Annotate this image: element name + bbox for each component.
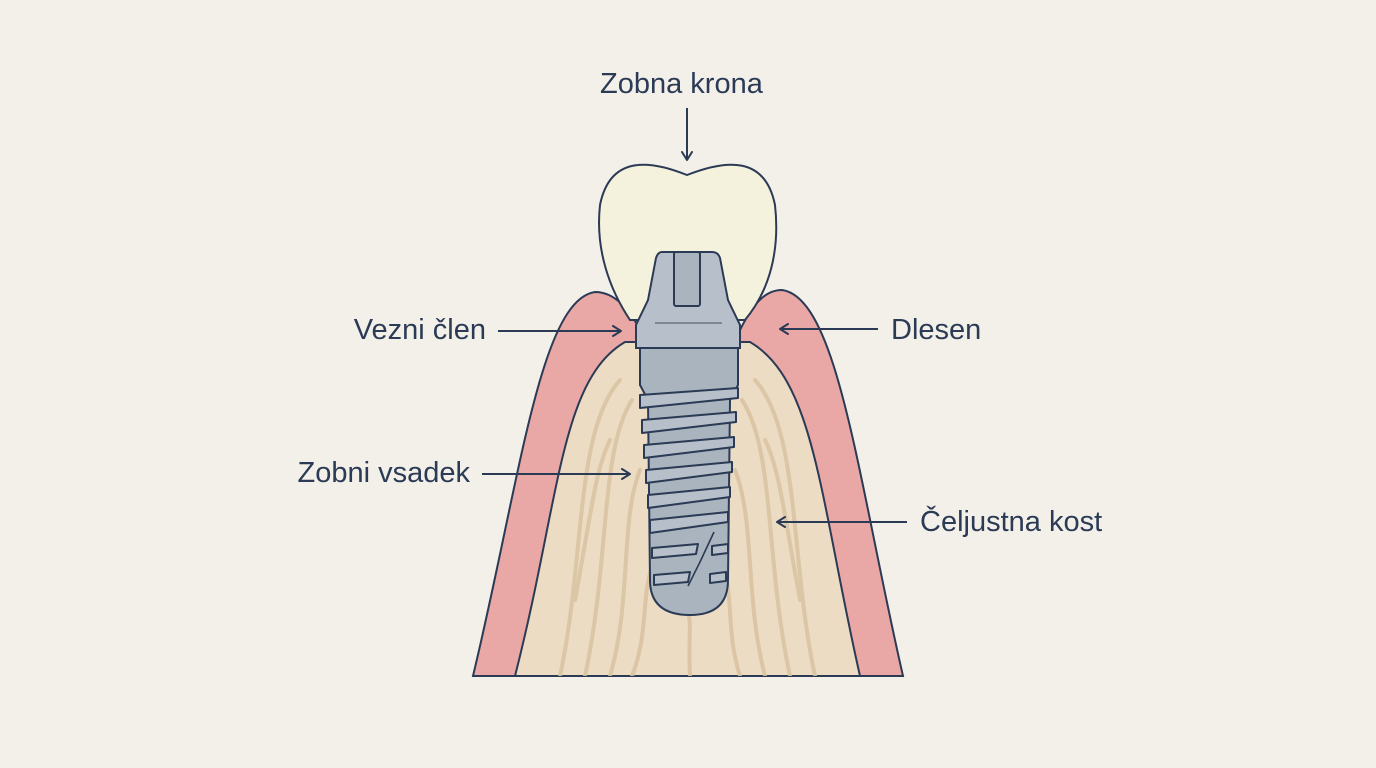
bone-grain	[558, 378, 817, 676]
label-implant: Zobni vsadek	[297, 457, 471, 489]
abutment	[635, 251, 741, 349]
implant-screw	[639, 347, 739, 617]
label-abutment: Vezni člen	[353, 314, 486, 346]
label-gum: Dlesen	[891, 314, 982, 346]
label-crown: Zobna krona	[600, 68, 763, 100]
label-jaw-bone: Čeljustna kost	[920, 506, 1103, 538]
